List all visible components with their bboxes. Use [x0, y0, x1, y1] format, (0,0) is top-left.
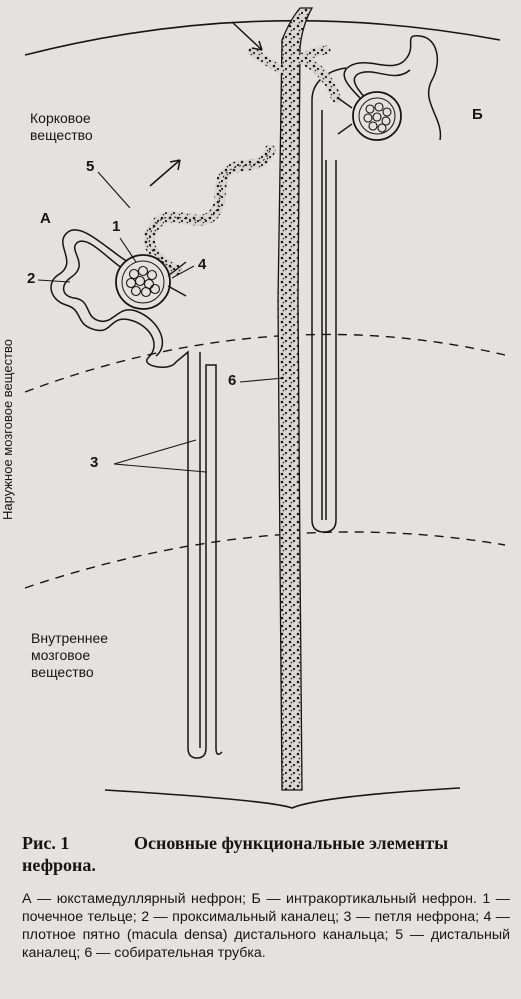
marker-A: А — [40, 210, 51, 227]
nephron-drawing — [24, 7, 506, 809]
cortex-label: Корковое вещество — [30, 110, 93, 143]
collecting-duct-branch-left — [247, 47, 287, 75]
caption-title: Рис. 1 Основные функциональные элементы н… — [22, 832, 510, 876]
loop-bend — [187, 747, 207, 759]
flow-arrows — [149, 21, 263, 187]
proximal-tubule-inner — [62, 240, 164, 357]
leader-3b — [113, 463, 207, 473]
leader-2 — [37, 279, 71, 283]
marker-1: 1 — [112, 218, 121, 235]
papilla-arc — [104, 787, 461, 809]
capsule-arc — [24, 19, 501, 56]
renal-corpuscle-A — [115, 254, 187, 310]
leader-5 — [97, 171, 131, 209]
leader-3a — [113, 439, 197, 465]
proximal-tubule-outer — [50, 229, 189, 748]
marker-5: 5 — [86, 158, 95, 175]
leader-6 — [239, 377, 285, 383]
caption-legend: А — юкстамедуллярный нефрон; Б — интрако… — [22, 891, 510, 961]
thick-ascending-limb-cap — [215, 747, 223, 755]
proximal-tubule-B-inner — [353, 69, 411, 107]
leader-lines — [37, 171, 285, 473]
figure-caption: Рис. 1 Основные функциональные элементы н… — [22, 832, 510, 962]
loop-B-inner — [321, 110, 327, 520]
caption-title-line2: нефрона. — [22, 855, 96, 875]
proximal-tubule-B — [343, 35, 442, 141]
cortex-boundary-line — [24, 333, 506, 393]
marker-B: Б — [472, 106, 483, 123]
outer-medulla-label: Наружное мозговое вещество — [0, 338, 15, 520]
cortical-nephron — [311, 35, 442, 533]
renal-corpuscle-B — [337, 91, 402, 141]
distal-tubule-A — [143, 144, 276, 276]
collecting-duct — [277, 7, 314, 791]
collecting-duct-branch-right — [293, 45, 331, 65]
marker-3: 3 — [90, 454, 99, 471]
figure-number: Рис. 1 — [22, 833, 70, 853]
thick-ascending-limb-outer — [205, 364, 217, 748]
caption-title-line1: Основные функциональные элементы — [134, 833, 449, 853]
marker-2: 2 — [27, 270, 36, 287]
marker-6: 6 — [228, 372, 237, 389]
marker-4: 4 — [198, 256, 207, 273]
loop-B-descending — [311, 100, 337, 533]
distal-tubule-A-edge — [148, 149, 271, 271]
nephron-diagram: Корковое вещество Наружное мозговое веще… — [0, 7, 506, 809]
leader-1 — [119, 237, 137, 263]
juxtamedullary-nephron — [50, 229, 223, 759]
inner-medulla-label: Внутреннее мозговое вещество — [31, 630, 109, 680]
medulla-boundary-line — [24, 531, 506, 589]
leader-4 — [171, 265, 195, 279]
